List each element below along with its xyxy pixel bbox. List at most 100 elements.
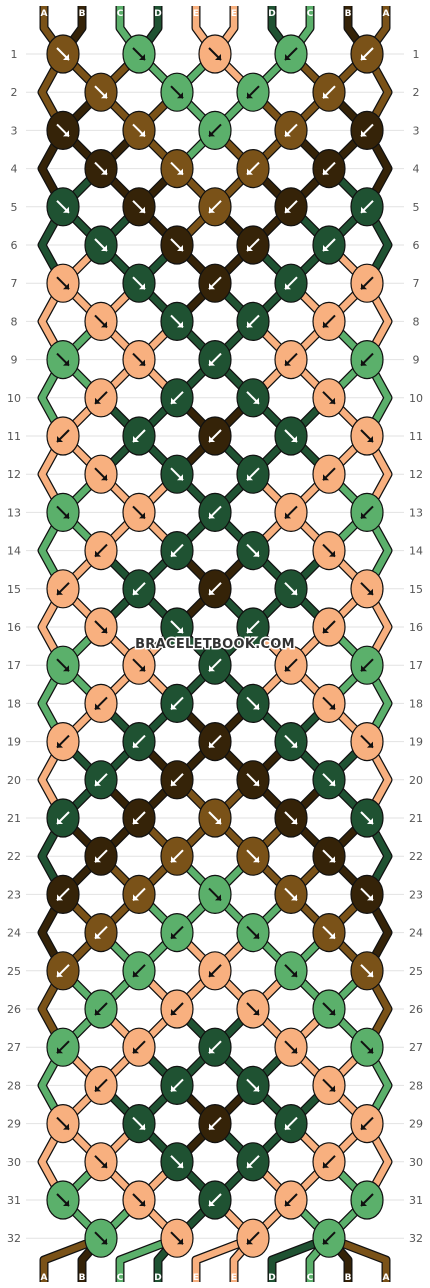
row-number-right: 10 [409, 392, 423, 405]
knot [236, 530, 270, 571]
knot [350, 492, 384, 533]
arrow-head-icon [95, 1085, 101, 1092]
row-number-right: 22 [409, 850, 423, 863]
row-number-left: 13 [7, 506, 21, 519]
arrow-head-icon [285, 206, 291, 213]
arrow-head-icon [209, 436, 215, 442]
arrow-head-icon [361, 1123, 367, 1130]
row-number-right: 30 [409, 1156, 423, 1169]
strand-thread [192, 1235, 255, 1282]
knot [46, 951, 80, 991]
arrow-head-icon [95, 1009, 101, 1015]
arrow-head-icon [177, 321, 183, 328]
arrow-head-icon [361, 206, 367, 213]
knot [46, 416, 80, 456]
knot [274, 798, 308, 838]
knot [84, 1065, 118, 1106]
knot [198, 340, 232, 380]
arrow-head-icon [329, 703, 335, 710]
knot [46, 874, 80, 915]
knot [236, 1142, 270, 1182]
knot [198, 492, 232, 533]
knot [198, 951, 232, 991]
arrow-head-icon [323, 168, 329, 175]
knot [312, 225, 346, 265]
row-number-left: 32 [7, 1232, 21, 1245]
knot [46, 1180, 80, 1220]
knot [274, 187, 308, 227]
knot [312, 1218, 346, 1258]
arrow-head-icon [133, 436, 139, 442]
knot [84, 225, 118, 265]
knot [274, 492, 308, 533]
arrow-head-icon [63, 359, 69, 366]
knot [122, 1180, 156, 1220]
row-number-left: 19 [7, 736, 21, 749]
knot [312, 454, 346, 494]
row-number-left: 28 [7, 1079, 21, 1092]
arrow-head-icon [209, 283, 215, 290]
arrow-head-icon [367, 894, 373, 901]
arrow-head-icon [361, 512, 367, 519]
bottom-strand-label: A [383, 1273, 390, 1283]
row-number-left: 21 [7, 812, 21, 825]
knot [160, 1218, 194, 1258]
knot [46, 187, 80, 227]
arrow-head-icon [253, 1085, 259, 1092]
arrow-head-icon [139, 130, 145, 137]
arrow-head-icon [329, 932, 335, 939]
knot [84, 1218, 118, 1258]
arrow-head-icon [95, 550, 101, 557]
arrow-head-icon [133, 970, 139, 977]
arrow-head-icon [95, 779, 101, 786]
row-number-left: 25 [7, 965, 21, 978]
arrow-head-icon [101, 168, 107, 175]
knot [122, 721, 156, 762]
arrow-head-icon [209, 970, 215, 977]
top-strand-label: E [193, 9, 199, 19]
arrow-head-icon [323, 321, 329, 328]
arrow-head-icon [209, 130, 215, 137]
arrow-head-icon [63, 512, 69, 519]
arrow-head-icon [247, 321, 253, 328]
knot [198, 34, 232, 74]
arrow-head-icon [253, 856, 259, 863]
row-number-right: 20 [409, 774, 423, 787]
arrow-head-icon [209, 665, 215, 672]
knot [274, 340, 308, 380]
arrow-head-icon [101, 627, 107, 633]
arrow-head-icon [367, 1047, 373, 1054]
row-number-left: 26 [7, 1003, 21, 1016]
arrow-head-icon [285, 512, 291, 519]
row-number-left: 30 [7, 1156, 21, 1169]
arrow-head-icon [209, 1047, 215, 1054]
arrow-head-icon [291, 588, 297, 595]
arrow-head-icon [133, 1047, 139, 1054]
knot [46, 263, 80, 303]
arrow-head-icon [285, 665, 291, 672]
arrow-head-icon [367, 436, 373, 442]
knot [236, 1218, 270, 1258]
arrow-head-icon [57, 436, 63, 442]
knot [198, 110, 232, 150]
knot [84, 378, 118, 418]
knot [236, 607, 270, 647]
top-strand-label: C [117, 9, 124, 19]
knot [350, 721, 384, 762]
arrow-head-icon [177, 1161, 183, 1168]
row-number-right: 29 [409, 1118, 423, 1131]
arrow-head-icon [291, 818, 297, 824]
top-strand-label: D [154, 9, 161, 19]
arrow-head-icon [209, 206, 215, 213]
arrow-head-icon [329, 856, 335, 863]
bottom-strand-label: B [79, 1273, 86, 1283]
knot [160, 72, 194, 112]
top-strand-label: C [307, 9, 314, 19]
arrow-head-icon [323, 474, 329, 481]
knot [160, 301, 194, 341]
knot [350, 569, 384, 609]
knot [236, 683, 270, 724]
arrow-head-icon [367, 741, 373, 748]
